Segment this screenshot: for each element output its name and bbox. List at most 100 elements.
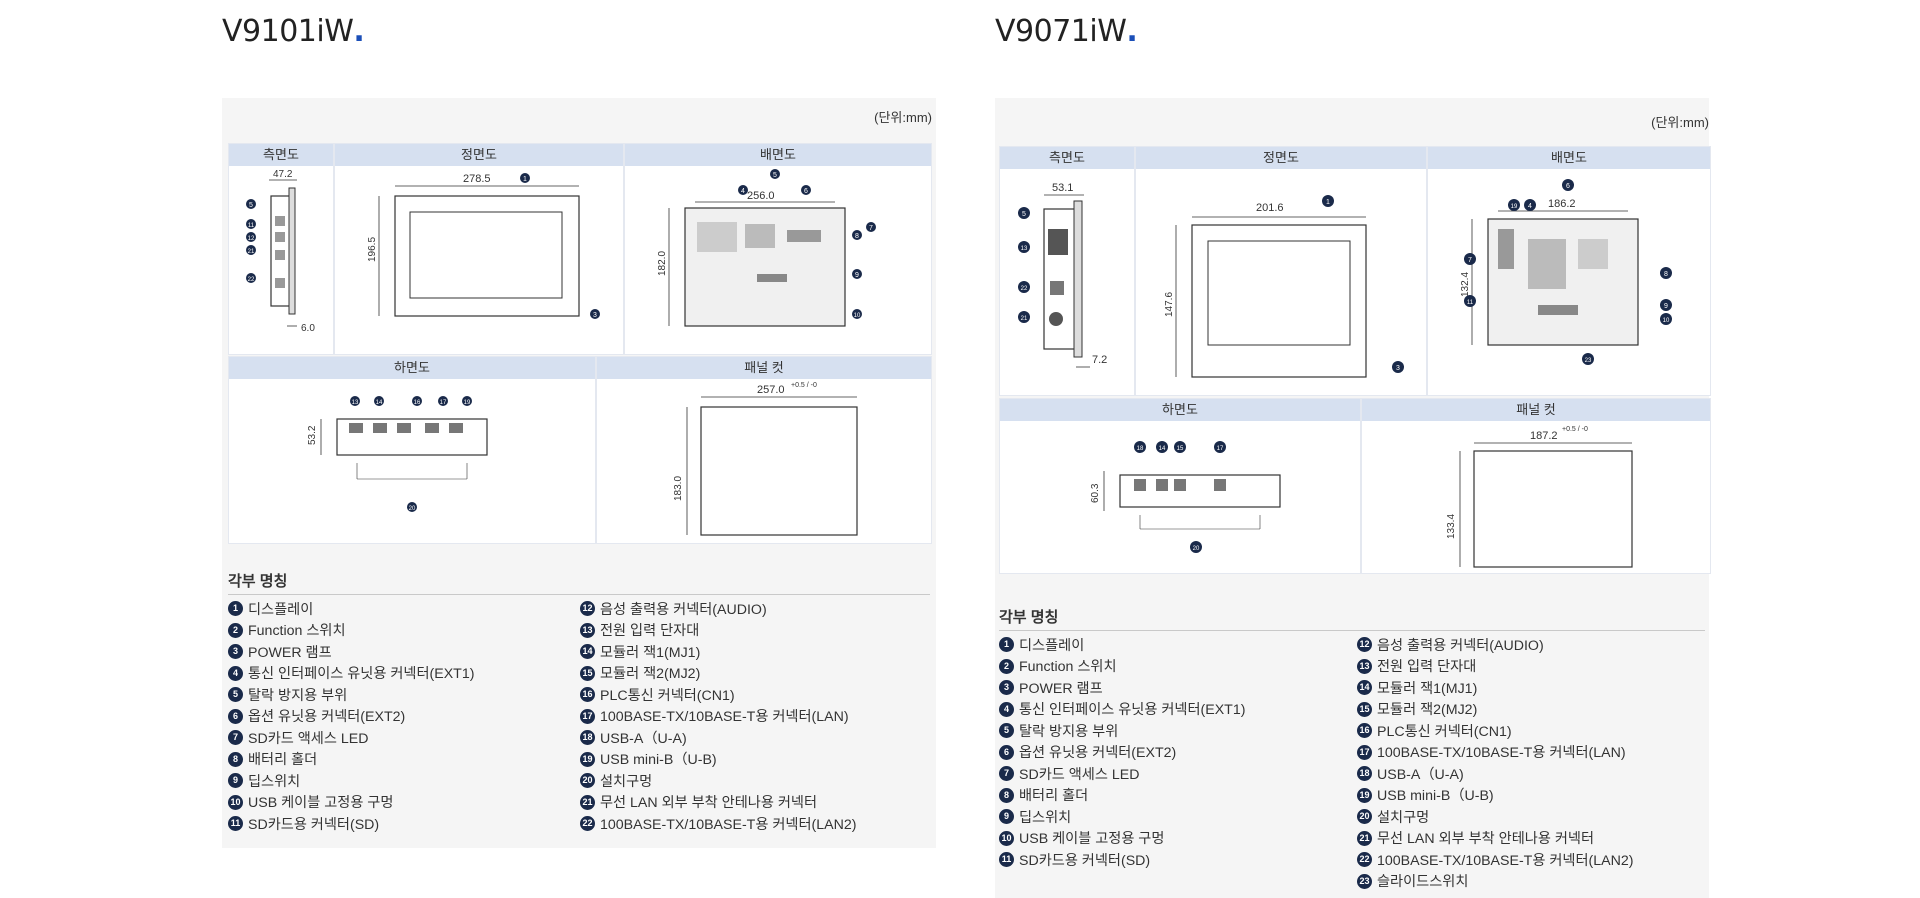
svg-text:9: 9 <box>1664 303 1668 310</box>
callout-17: 17 <box>1214 441 1226 453</box>
part-label: 통신 인터페이스 유닛용 커넥터(EXT1) <box>248 666 475 683</box>
callout-3: 3 <box>590 309 600 319</box>
svg-text:20: 20 <box>409 506 416 512</box>
part-label: 100BASE-TX/10BASE-T용 커넥터(LAN2) <box>600 816 857 833</box>
side-depth-dim: 47.2 <box>273 169 293 180</box>
svg-text:15: 15 <box>1177 446 1184 452</box>
cut-height-dim: 133.4 <box>1446 514 1457 539</box>
part-number: 15 <box>580 665 595 681</box>
part-label: 디스플레이 <box>248 601 314 618</box>
svg-text:11: 11 <box>1467 300 1474 306</box>
svg-text:16: 16 <box>414 400 421 406</box>
part-label: 음성 출력용 커넥터(AUDIO) <box>600 601 767 618</box>
part-label: 배터리 홀더 <box>1019 788 1089 805</box>
svg-text:10: 10 <box>1663 318 1670 324</box>
callout-11: 11 <box>246 219 256 229</box>
rear-width-dim: 256.0 <box>747 190 775 202</box>
part-number: 7 <box>228 730 243 746</box>
callout-5: 5 <box>246 199 256 209</box>
part-label: 모듈러 잭2(MJ2) <box>1377 702 1478 719</box>
model-title-v9101iw: V9101iW. <box>222 14 365 49</box>
part-number: 8 <box>999 787 1014 803</box>
title-accent-dot: . <box>353 14 365 49</box>
callout-7: 7 <box>866 222 876 232</box>
callout-21: 21 <box>246 245 256 255</box>
part-number: 21 <box>580 794 595 810</box>
part-number: 18 <box>1357 766 1372 782</box>
model-title-v9071iw: V9071iW. <box>995 14 1138 49</box>
part-number: 8 <box>228 751 243 767</box>
svg-text:5: 5 <box>1022 211 1026 218</box>
side-view-drawing: 53.1 7.2 5 13 22 21 <box>1018 182 1107 368</box>
svg-text:10: 10 <box>854 313 861 319</box>
panel-cut-view: 패널 컷 257.0 +0.5 / -0 183.0 <box>596 356 932 544</box>
part-label: 배터리 홀더 <box>248 752 318 769</box>
svg-text:17: 17 <box>1217 446 1224 452</box>
part-number: 19 <box>580 751 595 767</box>
part-label: PLC통신 커넥터(CN1) <box>1377 723 1512 740</box>
bottom-view-drawing: 60.3 18 14 15 17 20 <box>1090 441 1281 553</box>
part-label: 무선 LAN 외부 부착 안테나용 커넥터 <box>1377 831 1594 848</box>
callout-5r: 5 <box>770 169 780 179</box>
part-label: 딥스위치 <box>248 773 301 790</box>
part-label: USB mini-B（U-B) <box>1377 788 1494 805</box>
rear-height-dim: 132.4 <box>1460 272 1471 297</box>
part-label: SD카드용 커넥터(SD) <box>248 816 380 833</box>
callout-10: 10 <box>1660 313 1672 325</box>
part-number: 14 <box>580 644 595 660</box>
view-title-side: 측면도 <box>1000 147 1134 169</box>
view-title-rear: 배면도 <box>1428 147 1710 169</box>
part-number: 4 <box>228 665 243 681</box>
part-label: USB 케이블 고정용 구멍 <box>248 795 394 812</box>
callout-1: 1 <box>1322 195 1334 207</box>
front-view-drawing: 201.6 147.6 1 3 <box>1164 195 1404 378</box>
svg-text:1: 1 <box>523 176 527 183</box>
svg-text:3: 3 <box>1396 365 1400 372</box>
svg-text:8: 8 <box>855 233 859 240</box>
callout-13: 13 <box>350 396 360 406</box>
view-title-rear: 배면도 <box>625 144 931 166</box>
svg-text:7: 7 <box>1468 257 1472 264</box>
part-label: SD카드 액세스 LED <box>248 730 369 747</box>
svg-text:14: 14 <box>1159 446 1166 452</box>
model-name: V9071iW <box>995 14 1127 49</box>
callout-6: 6 <box>801 185 811 195</box>
unit-label: (단위:mm) <box>874 110 932 125</box>
bottom-view: 하면도 60.3 18 14 15 17 20 <box>999 398 1361 574</box>
part-number: 10 <box>999 830 1014 846</box>
svg-text:21: 21 <box>1021 316 1028 322</box>
front-height-dim: 147.6 <box>1164 292 1175 317</box>
cut-width-dim: 187.2 <box>1530 430 1558 442</box>
svg-text:17: 17 <box>440 400 447 406</box>
panel-cut-drawing: 187.2 +0.5 / -0 133.4 <box>1446 426 1633 568</box>
callout-10: 10 <box>852 309 862 319</box>
svg-text:22: 22 <box>248 277 255 283</box>
part-label: USB-A（U-A) <box>600 730 687 747</box>
part-label: 설치구멍 <box>1377 809 1430 826</box>
callout-21: 21 <box>1018 311 1030 323</box>
part-label: PLC통신 커넥터(CN1) <box>600 687 735 704</box>
svg-text:23: 23 <box>1585 358 1592 364</box>
part-number: 14 <box>1357 680 1372 696</box>
part-label: 100BASE-TX/10BASE-T용 커넥터(LAN) <box>1377 745 1626 762</box>
front-view: 정면도 201.6 147.6 1 3 <box>1135 146 1427 396</box>
part-number: 5 <box>228 687 243 703</box>
